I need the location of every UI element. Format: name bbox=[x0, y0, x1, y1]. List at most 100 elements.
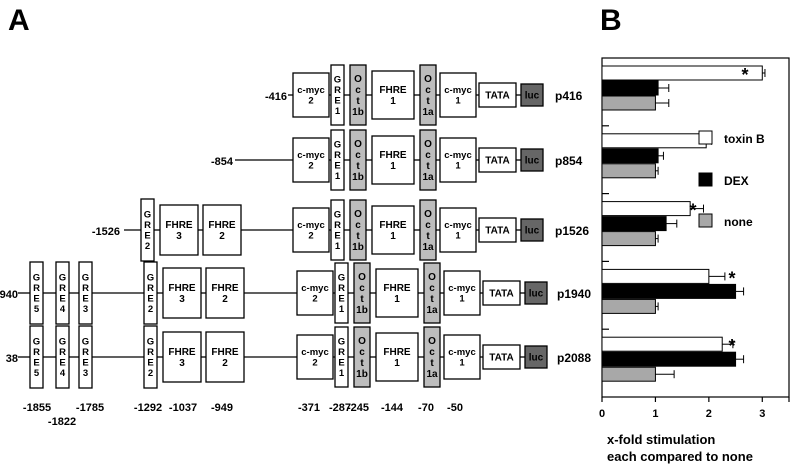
bar-dex bbox=[601, 80, 659, 96]
gre-1-element-label: 1 bbox=[335, 241, 341, 252]
x-tick-label: 1 bbox=[652, 408, 658, 420]
gre-5-element-label: G bbox=[33, 273, 40, 284]
gre-3-element-label: G bbox=[82, 337, 89, 348]
position-label: -144 bbox=[381, 402, 404, 414]
tata-box-label: TATA bbox=[489, 289, 513, 300]
gre-1-element-label: 1 bbox=[335, 106, 341, 117]
fhre-3-element-box bbox=[159, 204, 199, 256]
oct-1b-element-label: c bbox=[359, 283, 365, 294]
bar-none bbox=[601, 163, 656, 179]
x-tick-label: 2 bbox=[706, 408, 712, 420]
tata-box: TATA bbox=[482, 344, 521, 370]
gre-1-element-label: E bbox=[338, 294, 344, 305]
fhre-3-element-label: 3 bbox=[179, 294, 185, 305]
oct-1b-element-label: c bbox=[355, 85, 361, 96]
gre-2-element-label: R bbox=[144, 220, 151, 231]
gre-2-element-label: E bbox=[147, 358, 153, 369]
oct-1a-element-label: t bbox=[426, 161, 430, 172]
fhre-2-element-label: 2 bbox=[222, 294, 228, 305]
bar-toxin-b bbox=[601, 336, 723, 352]
luciferase-box-label: luc bbox=[525, 91, 540, 102]
c-myc-2-element-box bbox=[296, 270, 334, 316]
fhre-3-element-box bbox=[162, 267, 202, 319]
gre-2-element-label: G bbox=[147, 337, 154, 348]
luciferase-box-label: luc bbox=[529, 353, 544, 364]
fhre-2-element-label: 2 bbox=[219, 231, 225, 242]
construct-name: p1940 bbox=[557, 287, 591, 301]
gre-2-element-label: E bbox=[144, 231, 150, 242]
fhre-1-element-label: FHRE bbox=[383, 347, 411, 358]
tata-box: TATA bbox=[478, 82, 517, 108]
significance-mark: * bbox=[728, 351, 735, 371]
x-tick-label: 3 bbox=[759, 408, 765, 420]
luciferase-box: luc bbox=[524, 345, 548, 369]
oct-1b-element-label: 1b bbox=[352, 107, 364, 118]
c-myc-1-element-label: 1 bbox=[455, 231, 461, 242]
fhre-1-element-box bbox=[371, 135, 415, 185]
c-myc-2-element-label: 2 bbox=[312, 358, 317, 369]
fhre-1-element-label: FHRE bbox=[379, 85, 407, 96]
oct-1b-element-label: O bbox=[358, 336, 366, 347]
position-label: -245 bbox=[347, 402, 369, 414]
c-myc-1-element-label: 1 bbox=[459, 358, 465, 369]
position-label: -1855 bbox=[23, 402, 51, 414]
c-myc-1-element-label: 1 bbox=[455, 161, 461, 172]
significance-mark: * bbox=[728, 268, 735, 288]
tata-box: TATA bbox=[482, 280, 521, 306]
tata-box-label: TATA bbox=[485, 91, 509, 102]
construct-start: -1526 bbox=[92, 226, 120, 238]
gre-5-element-label: G bbox=[33, 337, 40, 348]
c-myc-1-element-box bbox=[439, 137, 477, 183]
bar-toxin-b bbox=[601, 201, 691, 217]
bar-none bbox=[601, 95, 656, 111]
gre-2-element-label: 2 bbox=[148, 368, 153, 379]
position-label: -371 bbox=[298, 402, 320, 414]
oct-1b-element-label: 1b bbox=[356, 305, 368, 316]
oct-1a-element-label: O bbox=[428, 272, 436, 283]
gre-4-element-label: E bbox=[59, 358, 65, 369]
gre-2-element-label: 2 bbox=[145, 241, 150, 252]
gre-4-element-label: 4 bbox=[60, 368, 66, 379]
oct-1b-element-label: O bbox=[354, 139, 362, 150]
c-myc-2-element-label: c-myc bbox=[297, 220, 324, 231]
c-myc-1-element-box bbox=[443, 334, 481, 380]
gre-3-element-label: 3 bbox=[83, 368, 88, 379]
luciferase-box-label: luc bbox=[525, 226, 540, 237]
gre-1-element-label: R bbox=[334, 220, 341, 231]
fhre-1-element-box bbox=[375, 268, 419, 318]
position-label: -50 bbox=[447, 402, 463, 414]
gre-5-element-label: 5 bbox=[34, 368, 40, 379]
oct-1b-element-label: O bbox=[358, 272, 366, 283]
fhre-1-element-label: FHRE bbox=[379, 150, 407, 161]
c-myc-1-element-label: 1 bbox=[459, 294, 465, 305]
fhre-1-element-label: FHRE bbox=[379, 220, 407, 231]
tata-box-label: TATA bbox=[485, 226, 509, 237]
legend-swatch bbox=[698, 213, 713, 228]
oct-1b-element-label: t bbox=[356, 96, 360, 107]
tata-box-label: TATA bbox=[489, 353, 513, 364]
gre-4-element-label: R bbox=[59, 347, 66, 358]
x-tick-label: 0 bbox=[599, 408, 605, 420]
gre-1-element-label: G bbox=[334, 210, 341, 221]
